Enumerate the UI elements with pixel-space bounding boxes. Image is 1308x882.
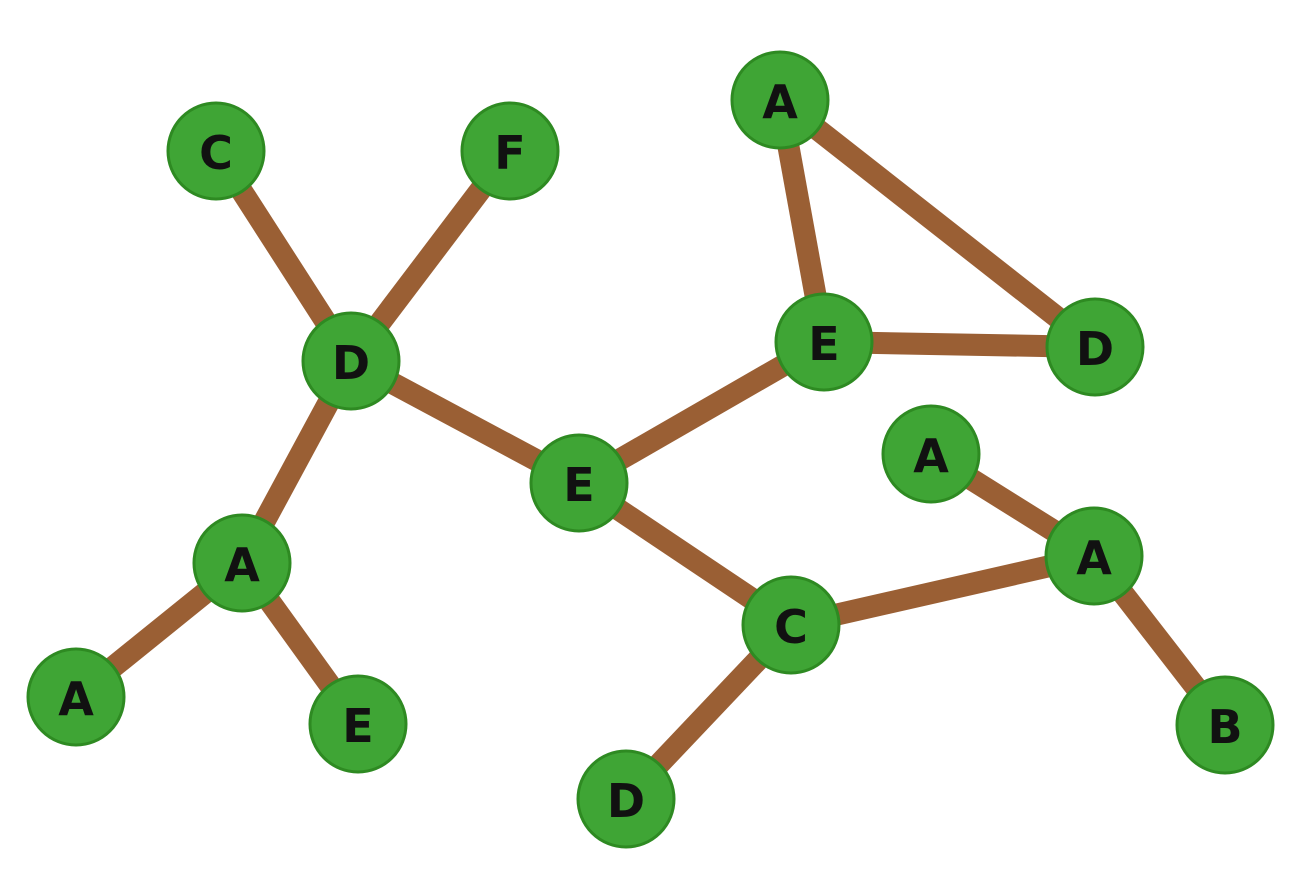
node-circle	[192, 513, 292, 613]
node-label: B	[1207, 700, 1242, 754]
node-label: C	[199, 126, 233, 180]
node-circle	[1044, 506, 1144, 606]
edge-n8-n10	[773, 91, 1102, 356]
node-label: D	[607, 774, 645, 828]
node-circle	[881, 404, 981, 504]
node-n5: A	[26, 647, 126, 747]
edge-n12-n13	[788, 545, 1097, 636]
node-n4: A	[192, 513, 292, 613]
nodes-layer: C F D A A E E A E D A A C D B	[26, 50, 1275, 849]
edges-layer	[69, 91, 1234, 807]
node-label: F	[494, 126, 525, 180]
node-label: D	[1076, 322, 1114, 376]
node-n14: D	[576, 749, 676, 849]
node-label: C	[774, 600, 808, 654]
node-circle	[730, 50, 830, 150]
node-circle	[308, 674, 408, 774]
node-n9: E	[774, 292, 874, 392]
node-circle	[166, 101, 266, 201]
node-label: A	[1076, 531, 1112, 585]
node-label: A	[913, 429, 949, 483]
node-label: A	[224, 538, 260, 592]
node-n15: B	[1175, 675, 1275, 775]
node-label: E	[808, 317, 839, 371]
node-n13: C	[741, 575, 841, 675]
node-n8: A	[730, 50, 830, 150]
node-n10: D	[1045, 297, 1145, 397]
node-n1: C	[166, 101, 266, 201]
node-n7: E	[529, 433, 629, 533]
node-circle	[576, 749, 676, 849]
node-n11: A	[881, 404, 981, 504]
node-circle	[26, 647, 126, 747]
node-circle	[460, 101, 560, 201]
node-circle	[301, 311, 401, 411]
node-circle	[1175, 675, 1275, 775]
node-circle	[741, 575, 841, 675]
node-circle	[1045, 297, 1145, 397]
node-n12: A	[1044, 506, 1144, 606]
node-n2: F	[460, 101, 560, 201]
node-label: A	[58, 672, 94, 726]
node-n3: D	[301, 311, 401, 411]
node-label: A	[762, 75, 798, 129]
node-circle	[774, 292, 874, 392]
node-n6: E	[308, 674, 408, 774]
node-label: E	[342, 699, 373, 753]
node-label: E	[563, 458, 594, 512]
node-label: D	[332, 336, 370, 390]
node-circle	[529, 433, 629, 533]
